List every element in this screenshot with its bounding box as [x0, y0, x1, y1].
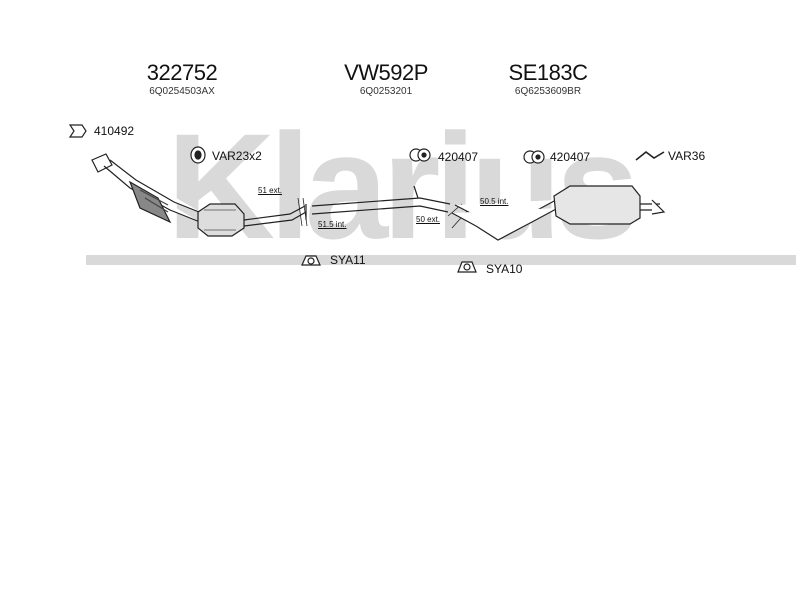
mount-label-1: SYA11 — [330, 253, 366, 267]
oem-number-1: 6Q0254503AX — [149, 86, 215, 97]
part-number-3: SE183C — [508, 60, 588, 85]
dimension-label-3: 50 ext. — [416, 215, 441, 224]
mount-icon-1 — [301, 255, 321, 266]
downpipe-flex — [91, 153, 205, 224]
dimension-label-4: 50.5 int. — [480, 197, 509, 206]
catalytic-converter — [197, 203, 245, 237]
dimension-label-2: 51.5 int. — [318, 220, 347, 229]
dimension-label-1: 51 ext. — [258, 186, 283, 195]
oem-number-3: 6Q6253609BR — [514, 86, 582, 97]
klarius-watermark: Klarius — [167, 102, 634, 270]
part-number-1: 322752 — [146, 60, 218, 85]
hanger-icon-a — [409, 148, 431, 162]
part-number-2: VW592P — [344, 60, 428, 85]
mount-icon-2 — [457, 261, 477, 273]
oem-number-2: 6Q0253201 — [359, 86, 413, 97]
gasket-label: 410492 — [94, 124, 135, 138]
clamp-icon — [190, 146, 206, 164]
mount-label-2: SYA10 — [486, 262, 523, 276]
clamp-label: VAR23x2 — [212, 149, 262, 163]
tailpipe-clip-label: VAR36 — [668, 149, 706, 163]
hanger-label-b: 420407 — [550, 150, 591, 164]
hanger-icon-b — [523, 150, 545, 164]
watermark-baseline-bar — [86, 255, 796, 265]
gasket-icon — [68, 124, 87, 138]
rear-silencer — [451, 185, 666, 241]
hanger-label-a: 420407 — [438, 150, 479, 164]
tailpipe-clip-icon — [635, 150, 665, 161]
